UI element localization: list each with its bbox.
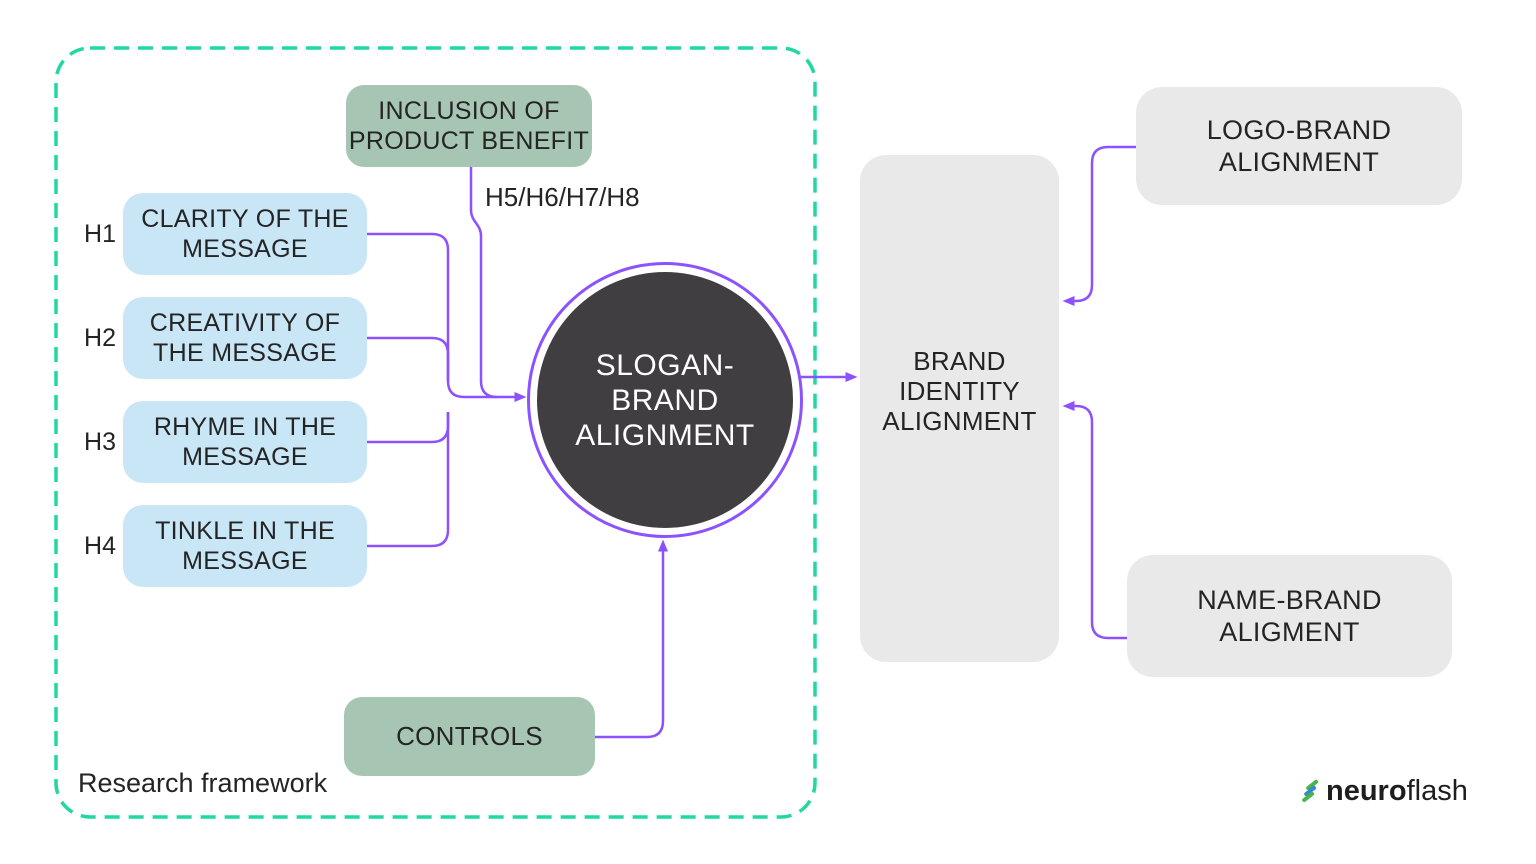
connector-h1-to-trunk bbox=[367, 232, 450, 381]
node-controls: CONTROLS bbox=[344, 697, 595, 776]
node-slogan-brand-alignment-ring: SLOGAN- BRAND ALIGNMENT bbox=[527, 262, 803, 538]
arrow-name-brand-to-brand-identity bbox=[1062, 401, 1127, 640]
label-h2: H2 bbox=[84, 323, 116, 352]
node-text-line: CLARITY OF THE bbox=[141, 204, 349, 233]
node-text-line: BRAND bbox=[913, 345, 1006, 376]
node-clarity-of-the-message: CLARITY OF THE MESSAGE bbox=[123, 193, 367, 275]
node-text-line: MESSAGE bbox=[182, 235, 308, 263]
node-text-line: MESSAGE bbox=[182, 443, 308, 471]
node-text-line: RHYME IN THE bbox=[153, 412, 337, 441]
node-text-line: ALIGNMENT bbox=[575, 418, 755, 452]
node-rhyme-in-the-message: RHYME IN THE MESSAGE bbox=[123, 401, 367, 483]
node-text-line: SLOGAN- bbox=[595, 348, 735, 382]
connector-h4-to-trunk bbox=[367, 412, 450, 548]
node-text-line: TINKLE IN THE bbox=[155, 516, 335, 545]
node-text-line: ALIGMENT bbox=[1219, 617, 1360, 647]
node-text-line: IDENTITY bbox=[899, 375, 1020, 406]
node-text-line: BRAND bbox=[611, 383, 719, 417]
connector-benefit-to-trunk bbox=[469, 167, 498, 399]
node-text-line: THE MESSAGE bbox=[153, 339, 337, 367]
node-text-line: INCLUSION OF bbox=[378, 96, 560, 125]
connector-h2-to-trunk bbox=[367, 336, 450, 381]
node-text-line: MESSAGE bbox=[182, 547, 308, 575]
label-h1: H1 bbox=[84, 219, 116, 248]
label-h5-h6-h7-h8: H5/H6/H7/H8 bbox=[485, 182, 640, 212]
wordmark-bold-part: neuro bbox=[1326, 774, 1407, 807]
node-creativity-of-the-message: CREATIVITY OF THE MESSAGE bbox=[123, 297, 367, 379]
research-framework-caption: Research framework bbox=[78, 768, 328, 798]
label-h4: H4 bbox=[84, 531, 116, 560]
node-slogan-brand-alignment: SLOGAN- BRAND ALIGNMENT bbox=[537, 272, 793, 528]
label-h3: H3 bbox=[84, 427, 116, 456]
node-text-line: PRODUCT BENEFIT bbox=[348, 127, 590, 155]
arrow-logo-brand-to-brand-identity bbox=[1062, 145, 1136, 306]
node-tinkle-in-the-message: TINKLE IN THE MESSAGE bbox=[123, 505, 367, 587]
node-text-line: ALIGNMENT bbox=[882, 405, 1037, 436]
node-text-line: NAME-BRAND bbox=[1197, 584, 1382, 615]
arrow-trunk-to-slogan-circle bbox=[446, 380, 527, 402]
node-brand-identity-alignment: BRAND IDENTITY ALIGNMENT bbox=[860, 155, 1059, 662]
node-text-line: LOGO-BRAND bbox=[1206, 114, 1392, 145]
node-logo-brand-alignment: LOGO-BRAND ALIGNMENT bbox=[1136, 87, 1462, 205]
wordmark-light-part: flash bbox=[1406, 774, 1468, 807]
neuroflash-flash-icon bbox=[1300, 779, 1321, 803]
connector-h3-to-trunk bbox=[367, 412, 450, 444]
node-text-line: CONTROLS bbox=[396, 720, 543, 751]
arrow-controls-to-slogan-circle bbox=[595, 539, 668, 739]
neuroflash-logo: neuroflash bbox=[1300, 775, 1468, 808]
node-inclusion-of-product-benefit: INCLUSION OF PRODUCT BENEFIT bbox=[346, 85, 592, 167]
node-text-line: CREATIVITY OF bbox=[149, 308, 341, 337]
neuroflash-wordmark: neuroflash bbox=[1326, 775, 1468, 808]
research-framework-dashed-border bbox=[54, 46, 817, 819]
node-text-line: ALIGNMENT bbox=[1218, 147, 1380, 177]
node-name-brand-aligment: NAME-BRAND ALIGMENT bbox=[1127, 555, 1452, 677]
